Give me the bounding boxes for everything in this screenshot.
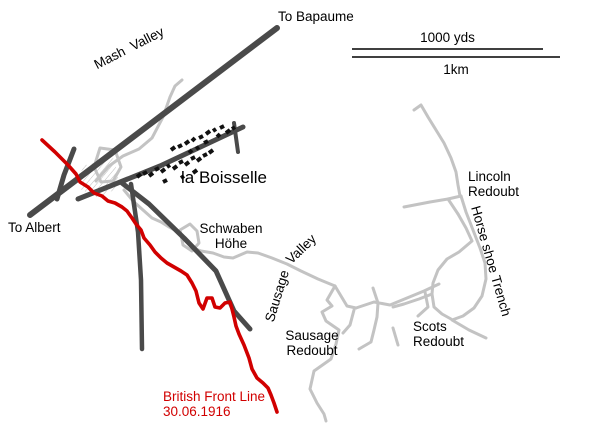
- label-lincoln-redoubt: Lincoln Redoubt: [468, 169, 519, 199]
- road-albert-bapaume: [27, 25, 280, 218]
- trench-mash-valley: [94, 78, 184, 183]
- trench-branch-a: [333, 284, 358, 310]
- scale-bar: [352, 48, 560, 58]
- road-spur: [54, 146, 77, 202]
- label-scots-redoubt-line2: Redoubt: [413, 334, 465, 349]
- road-south: [128, 181, 145, 352]
- label-scale-km: 1km: [443, 62, 469, 77]
- label-front-line: British Front Line 30.06.1916: [163, 389, 265, 419]
- trench-branch-b: [341, 308, 356, 335]
- trench-lincoln-arm: [402, 194, 463, 209]
- village-buildings: [135, 124, 237, 184]
- label-scots-redoubt-line1: Scots: [413, 319, 447, 334]
- british-front-line: [40, 138, 279, 414]
- label-scale-yards: 1000 yds: [420, 30, 475, 45]
- trench-lincoln: [412, 103, 462, 198]
- road-village-street: [75, 124, 246, 202]
- label-lincoln-redoubt-line1: Lincoln: [468, 169, 511, 184]
- road-southeast: [119, 180, 253, 332]
- label-scots-redoubt: Scots Redoubt: [413, 319, 464, 349]
- trench-sausage-valley: [122, 188, 337, 288]
- trench-lincoln-triangle: [446, 197, 460, 216]
- label-front-line-line1: British Front Line: [163, 389, 266, 404]
- trench-sausage-redoubt: [308, 284, 341, 423]
- trench-schwaben-loop: [178, 222, 201, 253]
- label-sausage-redoubt-line1: Sausage: [285, 328, 339, 343]
- label-to-bapaume: To Bapaume: [278, 9, 354, 24]
- label-schwaben-line1: Schwaben: [199, 221, 263, 236]
- trench-horseshoe-west: [391, 292, 434, 309]
- label-schwaben-line2: Höhe: [214, 236, 248, 251]
- label-sausage-redoubt-line2: Redoubt: [286, 343, 338, 358]
- label-to-albert: To Albert: [8, 220, 61, 235]
- label-schwaben-hohe: Schwaben Höhe: [191, 221, 271, 251]
- trench-horseshoe-outer: [450, 194, 488, 340]
- trench-horseshoe-inner: [430, 212, 474, 321]
- label-front-line-line2: 30.06.1916: [163, 404, 231, 419]
- trench-scots-stub: [391, 326, 400, 347]
- trench-scots: [357, 286, 380, 351]
- trench-network: [92, 78, 488, 423]
- road-network: [27, 25, 280, 352]
- label-la-boisselle: la Boisselle: [181, 168, 267, 187]
- label-lincoln-redoubt-line2: Redoubt: [468, 184, 520, 199]
- label-sausage-redoubt: Sausage Redoubt: [272, 328, 352, 358]
- trench-cross: [354, 282, 441, 310]
